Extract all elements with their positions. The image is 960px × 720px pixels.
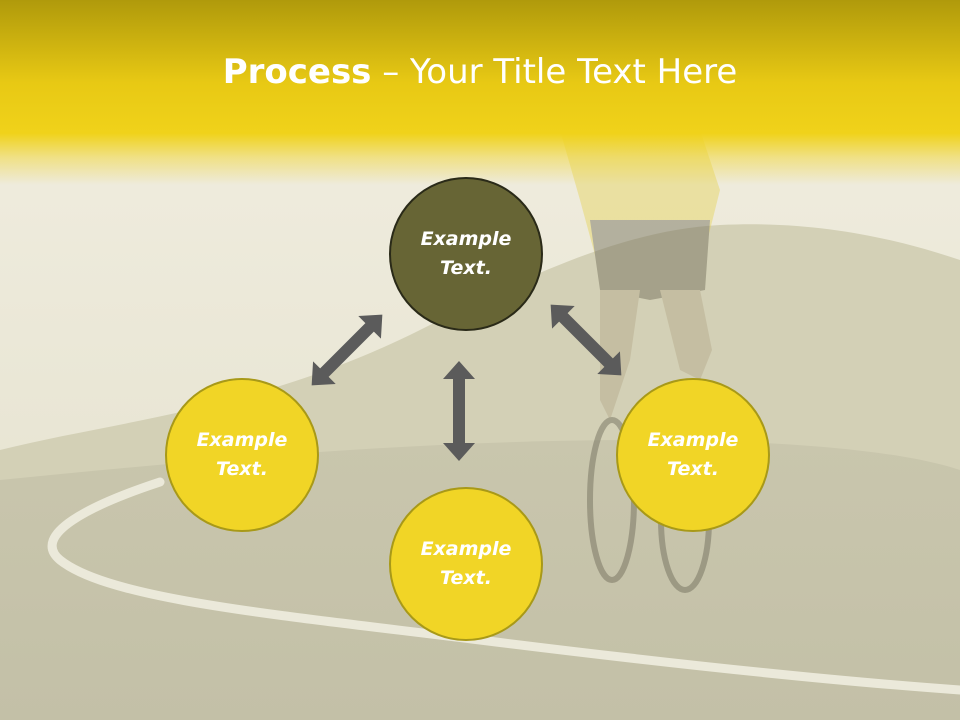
node-label: Example Text. [633,426,753,484]
double-arrow-icon [443,361,475,461]
slide-title: Process – Your Title Text Here [0,52,960,92]
double-arrow-icon [300,303,394,397]
node-label: Example Text. [406,225,526,283]
title-rest: – Your Title Text Here [371,52,738,92]
process-node-top: Example Text. [389,177,543,331]
title-bold: Process [222,52,372,92]
double-arrow-icon [539,293,633,387]
title-banner [0,0,960,185]
node-label-line2: Text. [440,257,492,279]
node-label-line2: Text. [667,458,719,480]
node-label: Example Text. [182,426,302,484]
node-label: Example Text. [406,535,526,593]
node-label-line1: Example [196,429,288,451]
node-label-line2: Text. [216,458,268,480]
process-node-bottom: Example Text. [389,487,543,641]
process-node-right: Example Text. [616,378,770,532]
node-label-line1: Example [647,429,739,451]
process-node-left: Example Text. [165,378,319,532]
node-label-line1: Example [420,538,512,560]
node-label-line1: Example [420,228,512,250]
node-label-line2: Text. [440,567,492,589]
